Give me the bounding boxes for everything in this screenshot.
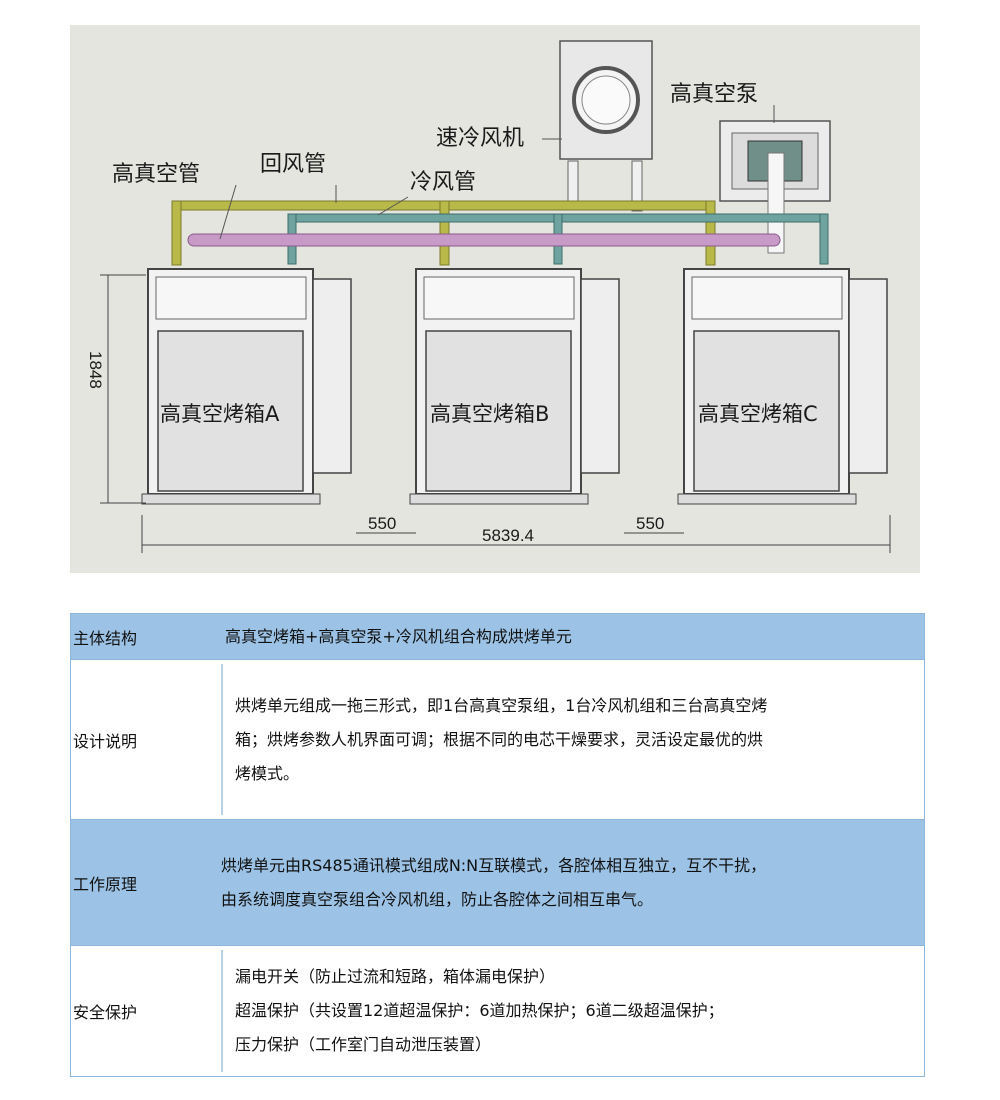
row-line: 漏电开关（防止过流和短路，箱体漏电保护） [235, 967, 556, 986]
row-line: 压力保护（工作室门自动泄压装置） [235, 1035, 492, 1054]
row-line: 烘烤单元组成一拖三形式，即1台高真空泵组，1台冷风机组和三台高真空烤 [235, 695, 768, 715]
vacuum-pump-label: 高真空泵 [670, 82, 758, 107]
table-row-structure: 主体结构 高真空烤箱+高真空泵+冷风机组合构成烘烤单元 [71, 614, 924, 660]
oven-a-label: 高真空烤箱A [160, 402, 280, 426]
row-line: 烤模式。 [235, 763, 300, 783]
row-head: 设计说明 [73, 731, 138, 751]
row-line: 烘烤单元由RS485通讯模式组成N:N互联模式，各腔体相互独立，互不干扰， [221, 855, 767, 875]
total-width-dimension: 5839.4 [482, 526, 534, 545]
vacuum-pipe [187, 233, 781, 247]
row-line: 高真空烤箱+高真空泵+冷风机组合构成烘烤单元 [225, 626, 572, 646]
return-pipe-label: 回风管 [260, 152, 326, 177]
oven-c [677, 268, 888, 505]
return-pipe [171, 200, 716, 266]
leader-lines [219, 105, 775, 240]
table-row-principle: 工作原理 烘烤单元由RS485通讯模式组成N:N互联模式，各腔体相互独立，互不干… [71, 820, 924, 946]
oven-b [409, 268, 620, 505]
oven-b-label: 高真空烤箱B [430, 402, 549, 426]
row-body: 漏电开关（防止过流和短路，箱体漏电保护） 超温保护（共设置12道超温保护：6道加… [221, 950, 924, 1072]
dimension-lines [100, 274, 891, 553]
row-body: 烘烤单元由RS485通讯模式组成N:N互联模式，各腔体相互独立，互不干扰， 由系… [221, 820, 924, 945]
row-line: 箱；烘烤参数人机界面可调；根据不同的电芯干燥要求，灵活设定最优的烘 [235, 729, 764, 749]
oven-c-label: 高真空烤箱C [698, 402, 818, 426]
table-row-safety: 安全保护 漏电开关（防止过流和短路，箱体漏电保护） 超温保护（共设置12道超温保… [71, 946, 924, 1076]
diagram-panel: 高真空泵 速冷风机 高真空管 回风管 冷风管 高真空烤箱A 高真空烤箱B 高真空… [70, 25, 920, 573]
oven-a [141, 268, 352, 505]
row-line: 由系统调度真空泵组合冷风机组，防止各腔体之间相互串气。 [221, 889, 654, 909]
cold-pipe-label: 冷风管 [410, 170, 476, 195]
height-dimension: 1848 [86, 351, 105, 389]
gap-left-dimension: 550 [368, 514, 396, 533]
quick-cooler-label: 速冷风机 [436, 126, 524, 151]
row-line: 超温保护（共设置12道超温保护：6道加热保护；6道二级超温保护； [235, 1001, 724, 1020]
spec-table: 主体结构 高真空烤箱+高真空泵+冷风机组合构成烘烤单元 设计说明 烘烤单元组成一… [70, 613, 925, 1077]
quick-cooler-unit [559, 40, 653, 212]
table-row-design: 设计说明 烘烤单元组成一拖三形式，即1台高真空泵组，1台冷风机组和三台高真空烤 … [71, 660, 924, 820]
vacuum-pipe-label: 高真空管 [112, 162, 200, 187]
oven-system-diagram: 高真空泵 速冷风机 高真空管 回风管 冷风管 高真空烤箱A 高真空烤箱B 高真空… [86, 40, 891, 553]
row-head: 工作原理 [73, 874, 138, 894]
row-body: 高真空烤箱+高真空泵+冷风机组合构成烘烤单元 [221, 614, 924, 659]
row-head: 主体结构 [73, 628, 138, 648]
gap-right-dimension: 550 [636, 514, 664, 533]
vacuum-pump-unit [719, 120, 831, 254]
row-body: 烘烤单元组成一拖三形式，即1台高真空泵组，1台冷风机组和三台高真空烤 箱；烘烤参… [221, 664, 924, 815]
row-head: 安全保护 [73, 1003, 138, 1022]
